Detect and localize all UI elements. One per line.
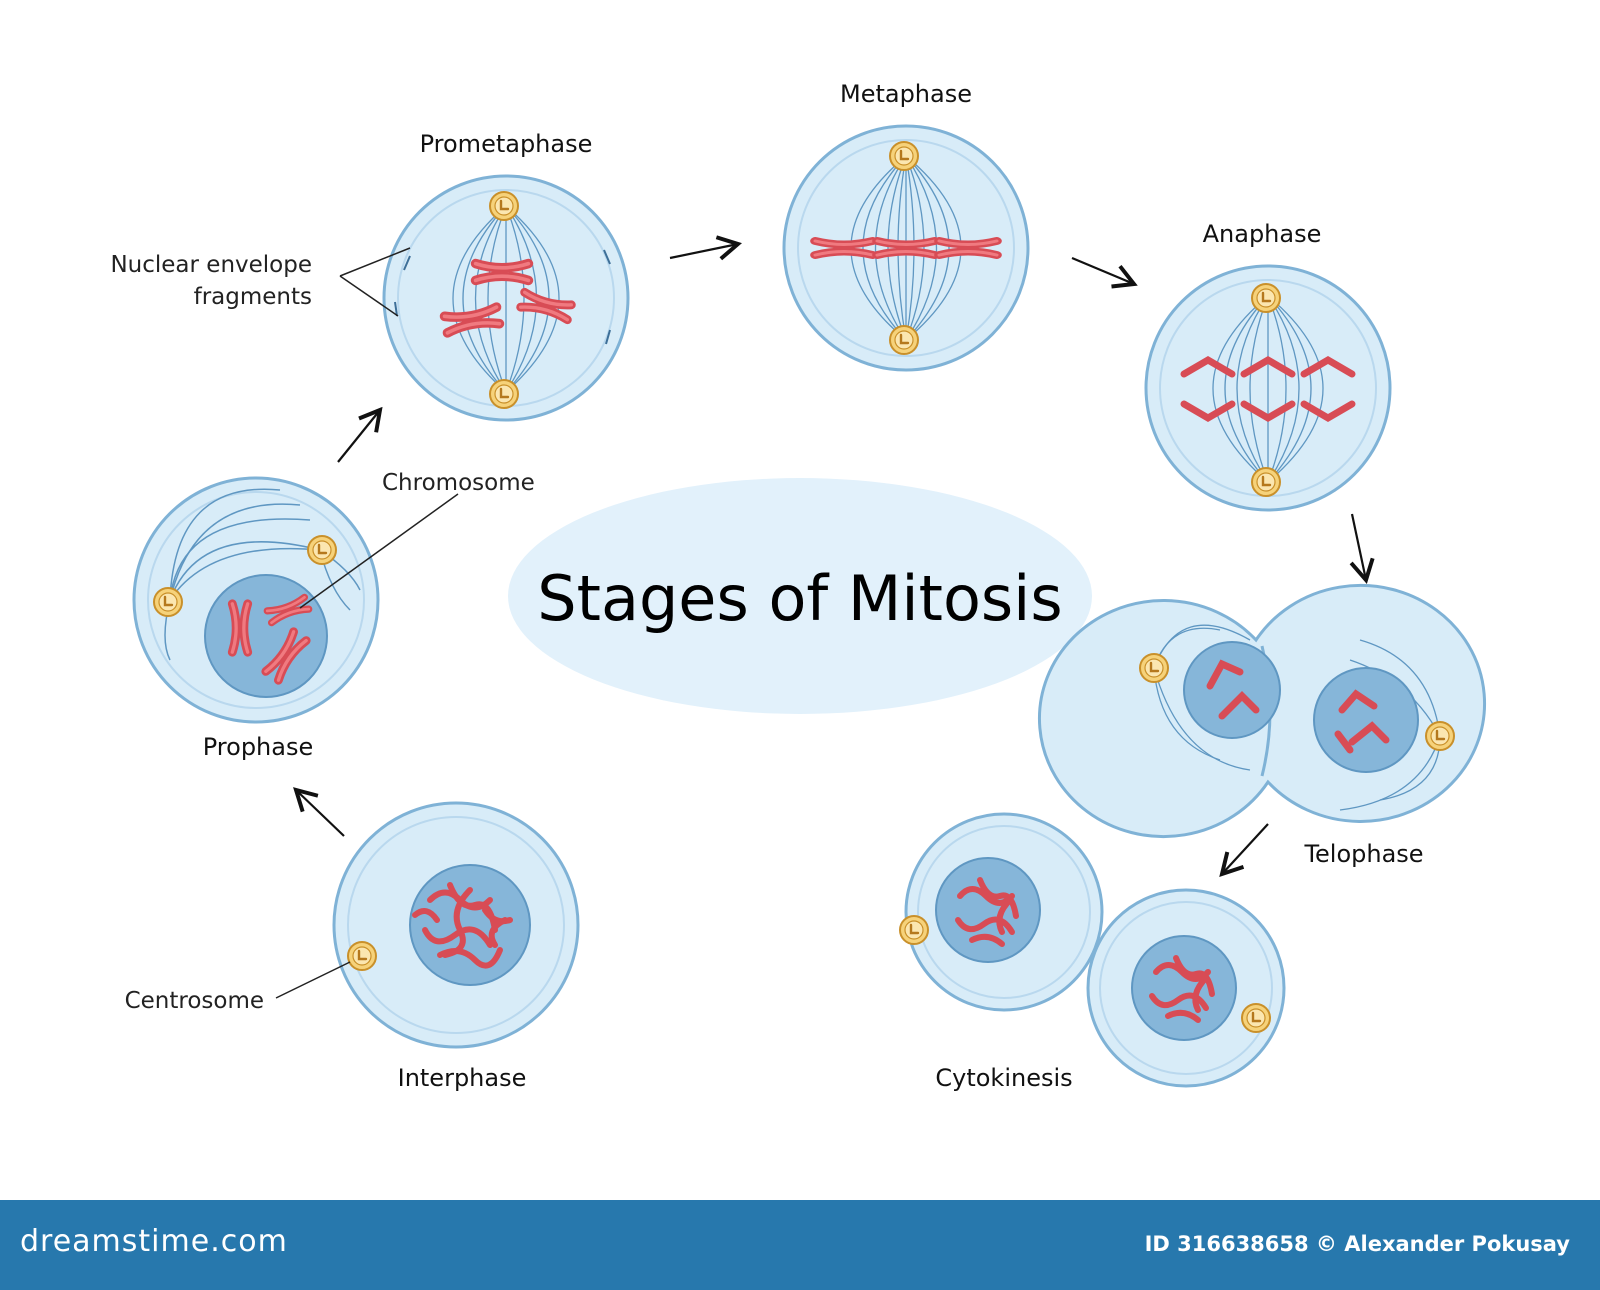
label-anaphase: Anaphase [1203,220,1322,248]
centrosome-telophase-left [1138,652,1170,684]
annotation-nuclear-envelope: Nuclear envelope fragments [110,247,411,317]
arrow-anaphase-to-telophase [1349,513,1375,584]
label-prometaphase: Prometaphase [420,130,593,158]
stage-prometaphase: Prometaphase [382,130,630,422]
chromosomes-metaphase [815,241,996,255]
arrow-prometaphase-to-metaphase [669,235,742,261]
label-metaphase: Metaphase [840,80,972,108]
footer-bar: dreamstime.com ID 316638658 © Alexander … [0,1200,1600,1290]
spindle-fibers-anaphase [1212,295,1324,483]
annotation-chromosome: Chromosome [299,470,535,609]
arrow-prophase-to-prometaphase [337,406,383,463]
chromosomes-anaphase [1180,355,1356,423]
label-interphase: Interphase [398,1064,527,1092]
nuclear-envelope-fragments [394,249,611,345]
diagram-title: Stages of Mitosis [537,562,1062,635]
centrosome-cytokinesis-left [898,914,930,946]
arrow-metaphase-to-anaphase [1071,256,1138,289]
nuclear-envelope-label-line2: fragments [194,284,312,310]
centrosome-anaphase-bottom [1250,466,1282,498]
stage-telophase: Telophase [1038,584,1486,868]
stage-prophase: Prophase [132,476,380,761]
centrosome-label: Centrosome [125,988,264,1014]
stage-cytokinesis: Cytokinesis [898,812,1286,1092]
arrow-interphase-to-prophase [293,787,345,837]
nucleus-cytokinesis-right [1131,935,1237,1041]
label-cytokinesis: Cytokinesis [935,1064,1072,1092]
annotation-centrosome: Centrosome [125,961,351,1014]
centrosome-prophase-left [152,586,184,618]
centrosome-anaphase-top [1250,282,1282,314]
mitosis-diagram: Stages of Mitosis Interphase Centrosome [110,80,1486,1092]
centrosome-prophase-right [306,534,338,566]
title-group: Stages of Mitosis [508,478,1092,714]
nucleus-telophase-right [1313,667,1419,773]
centrosome-prometaphase-bottom [488,378,520,410]
chromosome-label: Chromosome [382,470,535,496]
chromatin-cytokinesis [955,877,1215,1023]
centrosome-prometaphase-top [488,190,520,222]
nucleus-interphase [409,864,531,986]
stage-metaphase: Metaphase [782,80,1030,372]
nuclear-envelope-label-line1: Nuclear envelope [110,252,312,278]
chromosomes-telophase [1206,659,1390,754]
centrosome-cytokinesis-right [1240,1002,1272,1034]
centrosome-metaphase-bottom [888,324,920,356]
nucleus-cytokinesis-left [935,857,1041,963]
cycle-arrows [293,235,1375,878]
chromatin-interphase [412,882,513,969]
footer-brand[interactable]: dreamstime.com [20,1224,288,1259]
label-telophase: Telophase [1303,840,1423,868]
stage-anaphase: Anaphase [1144,220,1392,512]
stage-interphase: Interphase [332,801,580,1092]
label-prophase: Prophase [203,733,314,761]
nucleus-prophase [204,574,328,698]
centrosome-telophase-right [1424,720,1456,752]
title-ellipse [508,478,1092,714]
arrow-telophase-to-cytokinesis [1219,823,1269,878]
centrosome-metaphase-top [888,140,920,172]
nucleus-telophase-left [1183,641,1281,739]
footer-credit: ID 316638658 © Alexander Pokusay [1144,1232,1570,1256]
centrosome-interphase [346,940,378,972]
